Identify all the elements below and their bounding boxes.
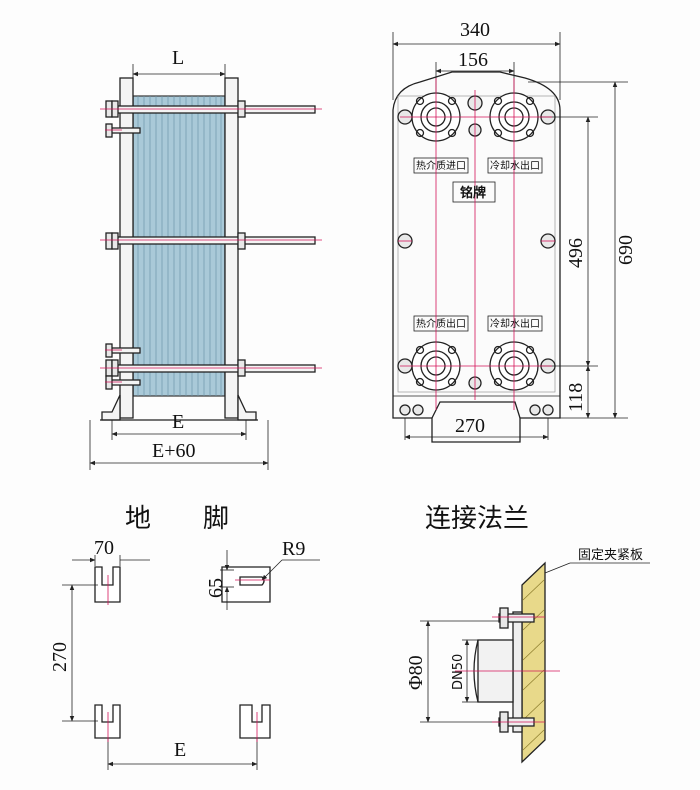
foot-top-left	[94, 566, 121, 603]
side-center-lines	[100, 108, 322, 383]
dim-270-front-label: 270	[455, 415, 485, 437]
foot-bottom-right	[239, 704, 271, 739]
dim-496-label: 496	[565, 238, 587, 268]
front-center-lines	[398, 78, 555, 410]
label-hot-inlet: 热介质进口	[416, 159, 466, 172]
dim-R9-label: R9	[282, 538, 305, 560]
side-view	[89, 64, 316, 470]
dim-65-label: 65	[205, 578, 227, 598]
side-foot-right	[237, 394, 257, 421]
foot-bottom-left	[94, 704, 121, 739]
dim-690-label: 690	[615, 235, 637, 265]
feet-view	[62, 550, 320, 770]
dim-E-feet-label: E	[174, 739, 186, 761]
label-hot-outlet: 热介质出口	[416, 317, 466, 330]
dim-E60-label: E+60	[152, 440, 196, 462]
dim-156-label: 156	[458, 49, 488, 71]
flange-center-lines	[455, 616, 560, 723]
flange-title: 连接法兰	[425, 504, 529, 534]
dim-phi80-label: Φ80	[405, 655, 427, 690]
front-view	[392, 32, 628, 443]
dim-E-label: E	[172, 411, 184, 433]
dim-DN50-label: DN50	[451, 654, 466, 690]
fixed-plate	[119, 77, 134, 419]
label-cooling-outlet-bottom: 冷却水出口	[490, 317, 540, 330]
label-nameplate: 铭牌	[460, 185, 486, 201]
label-cooling-outlet-top: 冷却水出口	[490, 159, 540, 172]
feet-title: 地 脚	[125, 504, 229, 534]
dim-118-label: 118	[565, 383, 587, 412]
dim-270-feet-label: 270	[49, 642, 71, 672]
side-foot-left	[101, 394, 121, 421]
dim-340-label: 340	[460, 19, 490, 41]
plate-lines	[137, 96, 222, 396]
dim-L-label: L	[172, 47, 184, 69]
tie-bars	[109, 105, 316, 386]
plate-pack	[132, 95, 226, 397]
label-fixed-plate: 固定夹紧板	[578, 548, 643, 563]
dim-70-label: 70	[94, 537, 114, 559]
feet-center-lines	[107, 575, 270, 742]
